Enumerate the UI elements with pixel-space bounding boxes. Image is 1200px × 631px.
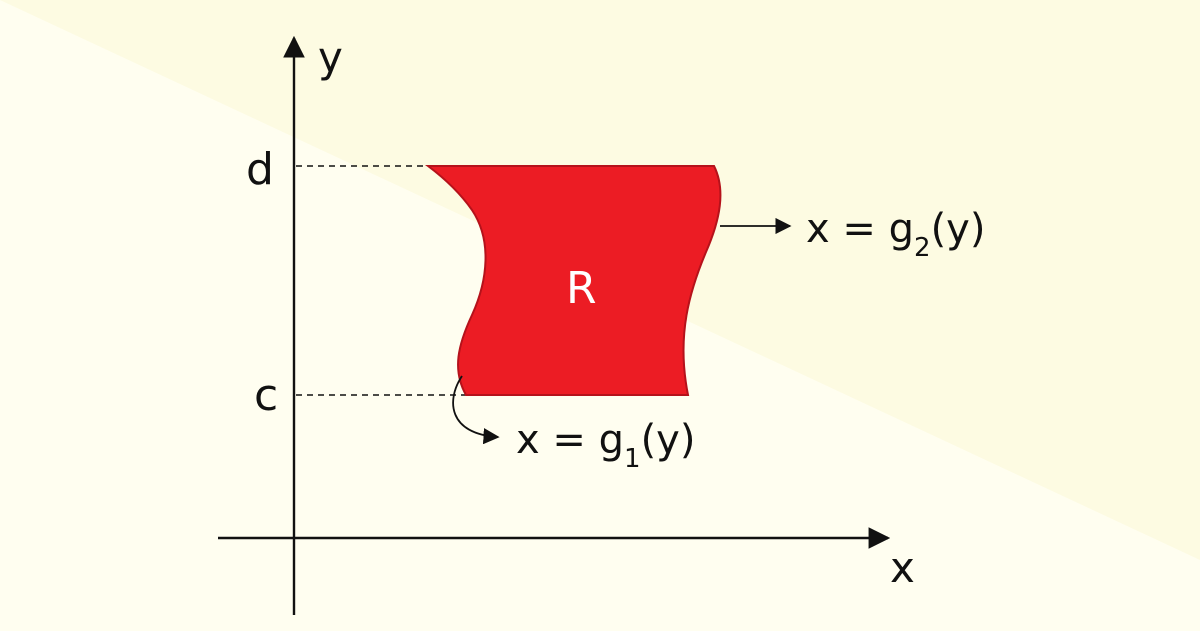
right-curve-suffix: (y) xyxy=(931,206,986,252)
left-curve-prefix: x = g xyxy=(516,417,624,463)
upper-bound-label: d xyxy=(246,144,274,195)
right-curve-subscript: 2 xyxy=(914,233,931,263)
right-curve-prefix: x = g xyxy=(806,206,914,252)
region-label: R xyxy=(566,263,597,314)
lower-bound-label: c xyxy=(254,370,278,421)
x-axis-label: x xyxy=(890,543,915,592)
right-curve-equation: x = g2(y) xyxy=(806,206,985,263)
left-curve-suffix: (y) xyxy=(641,417,696,463)
left-curve-arrow xyxy=(452,375,500,445)
y-axis-label: y xyxy=(318,33,343,82)
left-curve-equation: x = g1(y) xyxy=(516,417,695,474)
left-curve-subscript: 1 xyxy=(624,444,641,474)
